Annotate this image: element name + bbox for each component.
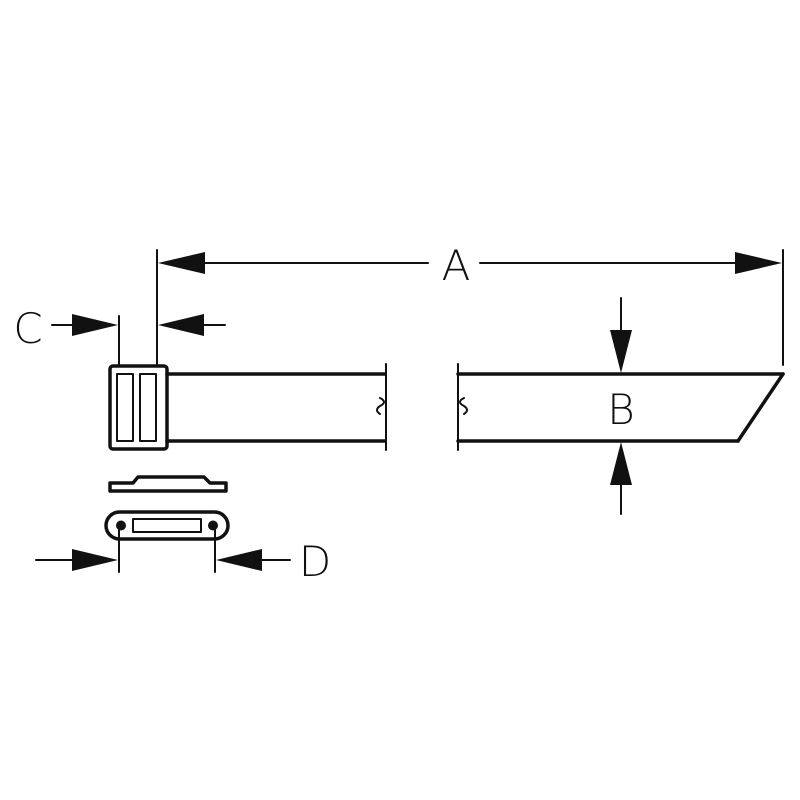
dimension-c-arrow-right: [158, 314, 204, 336]
bracket-left-screw-hole: [116, 520, 126, 531]
dimension-a-arrow-left: [158, 252, 205, 274]
dimension-b: B: [607, 297, 635, 515]
strap-left-break-squiggle: [376, 397, 385, 415]
buckle-side-view: [108, 364, 169, 451]
buckle-left-slot: [116, 373, 134, 442]
dimension-a-arrow-right: [735, 252, 782, 274]
bracket-right-screw-hole: [208, 520, 218, 531]
bracket-top-slot: [132, 518, 202, 533]
dimension-b-label: B: [607, 385, 635, 434]
dimension-b-arrow-top: [610, 330, 632, 373]
dimension-c-arrow-left: [72, 314, 118, 336]
bracket-top-outline: [104, 510, 230, 541]
dimension-d-arrow-right: [216, 549, 262, 571]
mounting-bracket-profile: [108, 475, 228, 493]
mounting-bracket-top: [104, 510, 230, 541]
dimension-b-arrow-bottom: [610, 442, 632, 485]
dimension-c: C: [13, 304, 226, 366]
strap: [165, 363, 785, 451]
strap-right-break-squiggle: [459, 397, 468, 415]
buckle-right-slot: [139, 373, 157, 442]
dimension-c-label: C: [13, 304, 42, 353]
dimension-d-label: D: [299, 537, 331, 586]
bracket-profile-outline: [108, 475, 228, 493]
dimension-d: D: [35, 529, 331, 586]
dimension-a-label: A: [442, 241, 471, 290]
strap-angled-end: [736, 372, 785, 443]
dimension-d-arrow-left: [72, 549, 118, 571]
dimension-a: A: [156, 241, 784, 366]
buckle-outer-frame: [108, 364, 169, 451]
